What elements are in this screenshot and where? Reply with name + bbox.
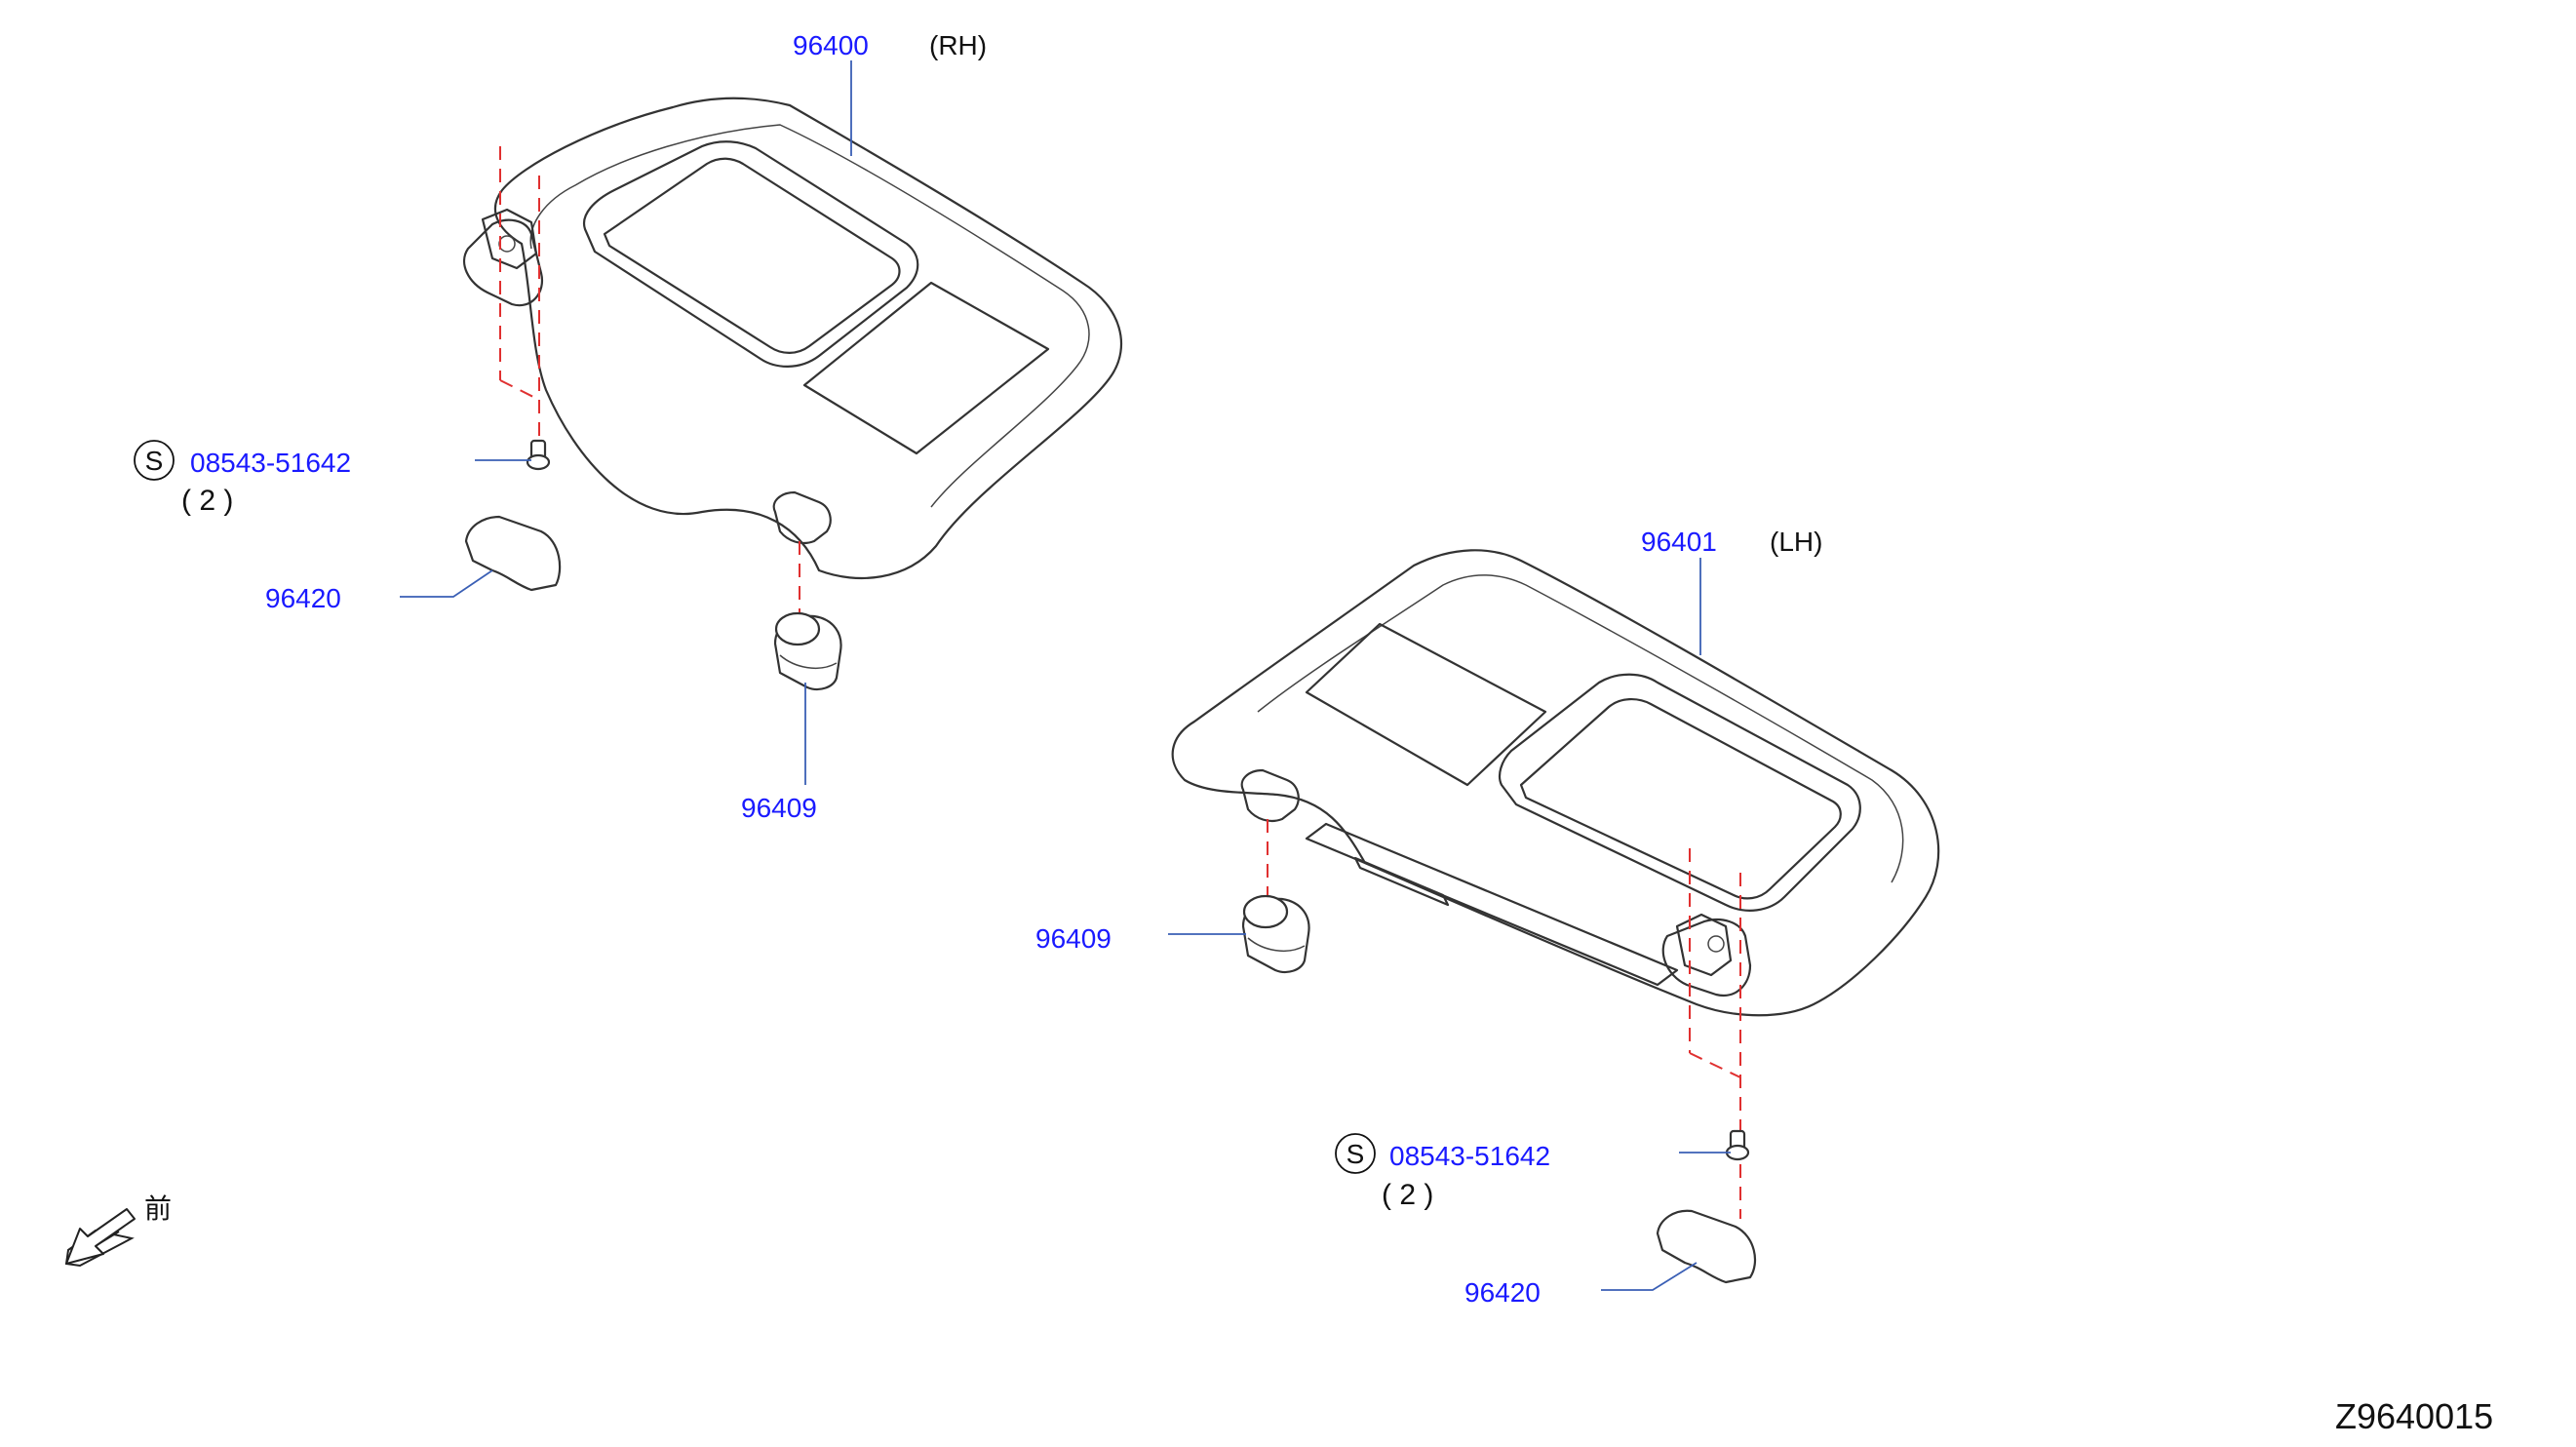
- diagram-code: Z9640015: [2335, 1396, 2493, 1436]
- right-visor-rod-end: [772, 490, 832, 545]
- rh-screw[interactable]: [526, 439, 551, 471]
- lh-screw-qty: ( 2 ): [1382, 1179, 1433, 1211]
- left-visor-rod-end: [1240, 768, 1300, 823]
- right-visor-pivot-mount: [462, 218, 544, 307]
- left-visor-pivot-hole: [1707, 935, 1725, 953]
- left-visor-mirror: [1519, 698, 1842, 900]
- lh-cover-part-number[interactable]: 96420: [1464, 1277, 1541, 1308]
- right-sun-visor[interactable]: [462, 97, 1123, 580]
- right-visor-mirror-frame: [582, 140, 919, 368]
- left-visor-pivot-clip: [1675, 913, 1733, 977]
- right-visor-body: [493, 97, 1123, 580]
- lh-holder-96409[interactable]: [1241, 894, 1310, 974]
- rh-screw-part-number[interactable]: 08543-51642: [190, 448, 351, 478]
- rh-cover-part-number[interactable]: 96420: [265, 583, 341, 613]
- lh-screw-part-number[interactable]: 08543-51642: [1389, 1141, 1550, 1171]
- lh-guide-diagonal: [1689, 1052, 1741, 1078]
- lh-holder-part-number[interactable]: 96409: [1035, 923, 1112, 954]
- rh-guide-diagonal: [499, 379, 540, 401]
- right-visor-mirror-cover: [802, 281, 1050, 455]
- rh-cover-96420[interactable]: [464, 515, 562, 592]
- left-visor-rod: [1305, 822, 1679, 987]
- lh-holder-knob: [1242, 894, 1289, 929]
- lh-standard-part-letter: S: [1347, 1139, 1365, 1169]
- rh-standard-part-marker-icon: [134, 440, 175, 481]
- front-label: 前: [144, 1193, 172, 1225]
- rh-standard-part-letter: S: [145, 446, 164, 476]
- rh-screw-qty: ( 2 ): [181, 485, 233, 517]
- rh-holder-knob: [774, 611, 821, 646]
- lh-side-label: (LH): [1770, 527, 1822, 557]
- rh-holder-96409[interactable]: [773, 611, 842, 691]
- left-sun-visor[interactable]: [1171, 549, 1940, 1017]
- part-number-96400[interactable]: 96400: [793, 30, 869, 60]
- lh-standard-part-marker-icon: [1335, 1133, 1376, 1174]
- right-visor-inner-edge: [529, 124, 1090, 508]
- rh-side-label: (RH): [929, 30, 987, 60]
- rh-screw-head: [526, 453, 551, 471]
- leader-rh-cover: [400, 569, 493, 598]
- left-visor-mirror-frame: [1498, 673, 1861, 912]
- left-visor-rod-sleeve: [1353, 856, 1450, 907]
- rh-holder-rim: [779, 654, 838, 670]
- front-direction-icon: [64, 1208, 136, 1268]
- lh-screw[interactable]: [1725, 1129, 1750, 1161]
- rh-holder-part-number[interactable]: 96409: [741, 793, 817, 823]
- right-visor-pivot-hole: [498, 235, 516, 253]
- right-visor-mirror: [603, 157, 901, 354]
- lh-holder-rim: [1247, 937, 1306, 953]
- lh-cover-96420[interactable]: [1656, 1209, 1757, 1284]
- left-visor-mirror-cover: [1305, 622, 1547, 787]
- part-number-96401[interactable]: 96401: [1641, 527, 1717, 557]
- leader-lh-cover: [1601, 1262, 1698, 1291]
- right-visor-pivot-clip: [481, 208, 538, 270]
